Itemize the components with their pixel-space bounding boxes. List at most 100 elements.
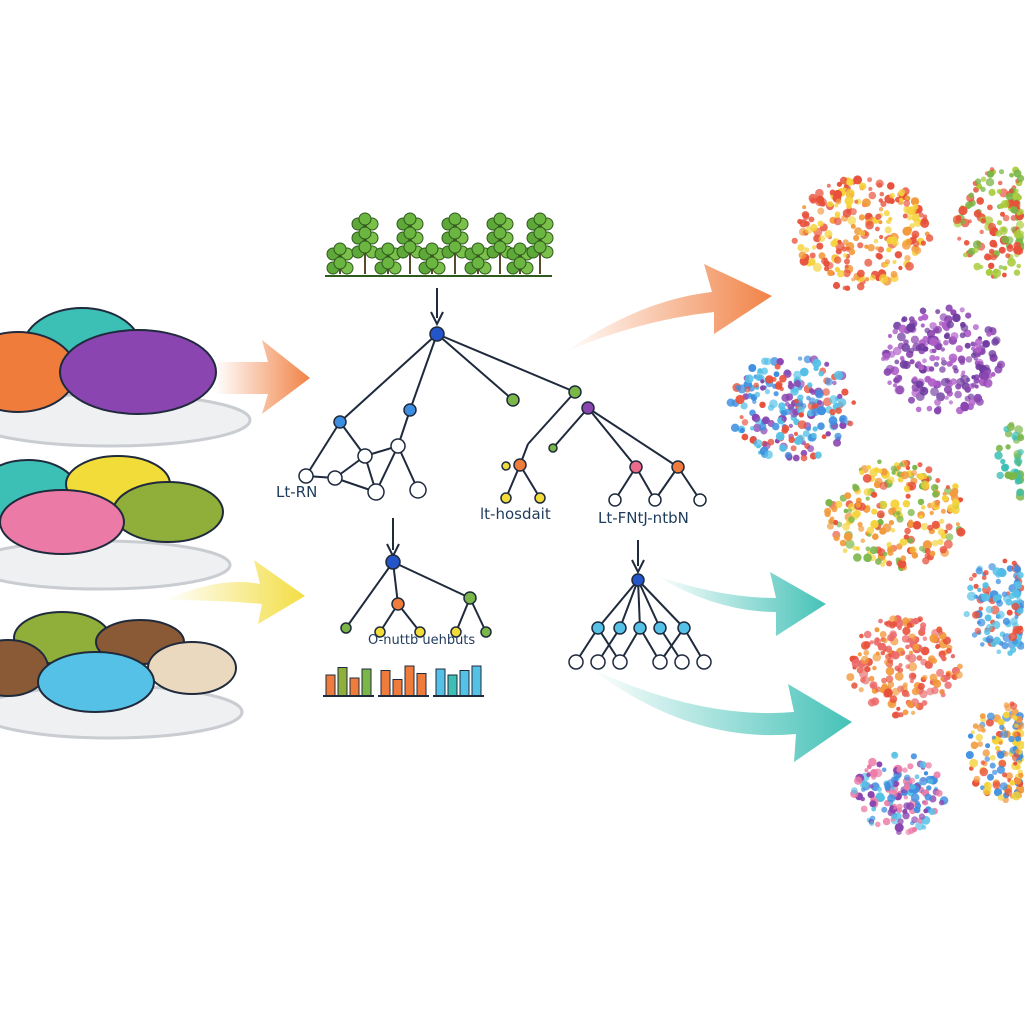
dot xyxy=(829,189,836,196)
dot xyxy=(867,244,875,252)
dot xyxy=(1016,488,1024,497)
dot xyxy=(986,623,993,631)
bar xyxy=(471,665,482,697)
dot xyxy=(889,805,894,810)
dot xyxy=(900,555,907,562)
dot xyxy=(974,627,981,634)
node xyxy=(591,621,605,635)
node xyxy=(590,654,606,670)
node xyxy=(648,493,662,507)
dot xyxy=(978,606,983,611)
dot xyxy=(1001,591,1008,597)
dot xyxy=(882,817,891,826)
dot xyxy=(999,724,1005,730)
node xyxy=(568,385,582,399)
dot xyxy=(1014,614,1019,620)
node xyxy=(409,481,427,499)
dot xyxy=(997,180,1003,186)
dot xyxy=(982,749,990,757)
dot xyxy=(883,210,890,217)
dot xyxy=(1000,729,1009,739)
dot xyxy=(905,692,910,698)
dot xyxy=(879,191,885,197)
dot xyxy=(847,508,852,514)
dot xyxy=(980,186,986,192)
bar xyxy=(380,670,391,697)
dot xyxy=(904,774,911,781)
dot xyxy=(814,451,822,459)
node xyxy=(340,622,352,634)
dot xyxy=(906,802,915,811)
node xyxy=(674,654,690,670)
dot xyxy=(908,347,915,354)
dot xyxy=(992,336,1001,345)
dot xyxy=(910,618,916,623)
dot xyxy=(810,223,818,232)
dot xyxy=(897,818,904,825)
dot xyxy=(963,252,968,258)
bar xyxy=(404,665,415,697)
dot xyxy=(863,553,872,563)
dot xyxy=(997,360,1006,369)
dot xyxy=(879,481,888,490)
dot xyxy=(798,412,804,418)
dot xyxy=(882,559,888,564)
label-right-tree: Lt-FNtJ-ntbN xyxy=(598,509,689,527)
dot xyxy=(922,335,929,343)
dot xyxy=(940,378,950,387)
dot xyxy=(885,620,893,628)
dot xyxy=(970,741,979,750)
dot xyxy=(739,427,745,434)
dot xyxy=(980,176,987,182)
dot xyxy=(891,651,900,660)
dot xyxy=(825,499,833,507)
dot xyxy=(907,522,914,528)
dot-cluster xyxy=(965,701,1024,804)
dot xyxy=(854,199,859,204)
dot xyxy=(979,229,984,235)
dot xyxy=(967,733,974,739)
dot xyxy=(852,545,858,551)
dot xyxy=(987,773,994,781)
dot xyxy=(872,665,877,671)
dot xyxy=(917,473,925,481)
dot xyxy=(1006,609,1013,616)
dot xyxy=(773,371,780,378)
dot xyxy=(935,309,941,315)
dot xyxy=(886,247,892,253)
dot xyxy=(989,239,997,248)
dot xyxy=(905,465,911,471)
dot xyxy=(1011,472,1018,480)
hierarchy-network xyxy=(305,288,705,663)
dot xyxy=(919,514,924,519)
dot xyxy=(873,467,880,473)
dot xyxy=(983,364,990,371)
label-middle-tree: lt-hosdait xyxy=(480,505,551,523)
dot xyxy=(824,377,833,386)
dot xyxy=(1005,253,1011,259)
dot xyxy=(945,533,954,541)
dot xyxy=(944,395,949,400)
bar xyxy=(361,668,372,697)
dot xyxy=(945,523,953,531)
dot xyxy=(741,419,749,426)
dot xyxy=(917,498,925,506)
dot xyxy=(977,741,983,747)
dot xyxy=(928,366,935,372)
dot xyxy=(1016,477,1023,484)
dot xyxy=(989,167,995,172)
dot xyxy=(812,262,822,272)
dot xyxy=(868,186,873,192)
dot xyxy=(881,356,886,362)
dot xyxy=(919,626,926,632)
dot xyxy=(826,183,831,188)
dot xyxy=(954,390,962,399)
dot xyxy=(973,775,981,783)
dot xyxy=(986,331,992,337)
dot xyxy=(806,395,811,401)
dot xyxy=(910,753,918,760)
dot xyxy=(975,178,982,185)
node xyxy=(298,468,314,484)
dot xyxy=(870,768,878,777)
